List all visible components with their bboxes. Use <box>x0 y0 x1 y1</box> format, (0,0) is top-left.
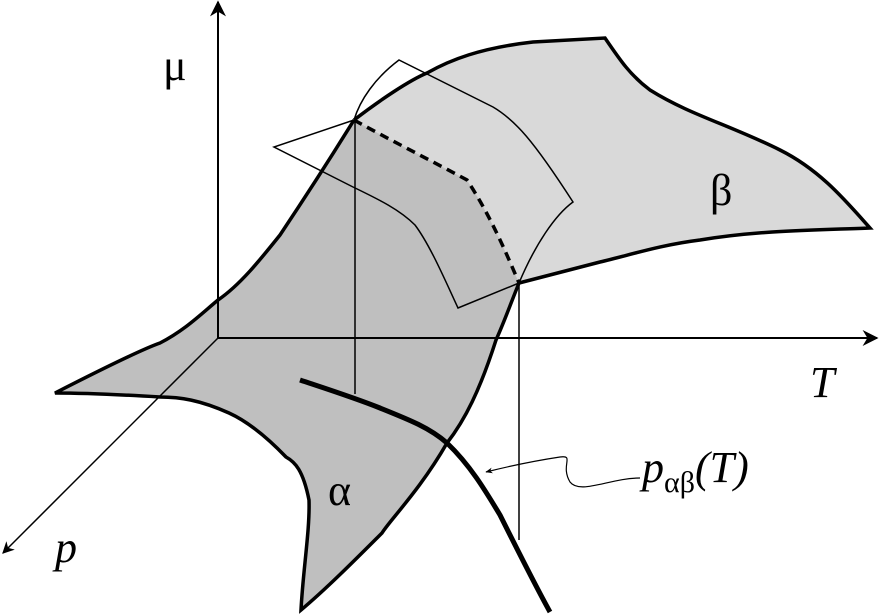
p-axis <box>2 337 219 554</box>
alpha-surface-edge <box>54 119 521 614</box>
curve-label-main: p <box>639 443 664 492</box>
coexistence-curve-label: pαβ(T) <box>639 443 749 499</box>
beta-surface <box>354 38 870 283</box>
coexistence-line-dashed <box>353 118 521 284</box>
metastable-alpha-extension <box>272 119 520 309</box>
beta-surface-edge <box>352 36 874 285</box>
p-axis-label: p <box>52 523 77 572</box>
coexistence-curve-p-alpha-beta <box>299 377 553 614</box>
curve-label-subscript: αβ <box>664 466 695 499</box>
alpha-phase-label: α <box>328 466 351 515</box>
alpha-surface <box>55 120 519 610</box>
beta-phase-label: β <box>710 166 732 215</box>
mu-axis-label: μ <box>163 41 187 90</box>
metastable-beta-extension <box>353 59 575 284</box>
leader-arrow <box>485 456 641 488</box>
t-axis-label: T <box>810 358 838 407</box>
curve-label-arg: (T) <box>695 443 749 492</box>
